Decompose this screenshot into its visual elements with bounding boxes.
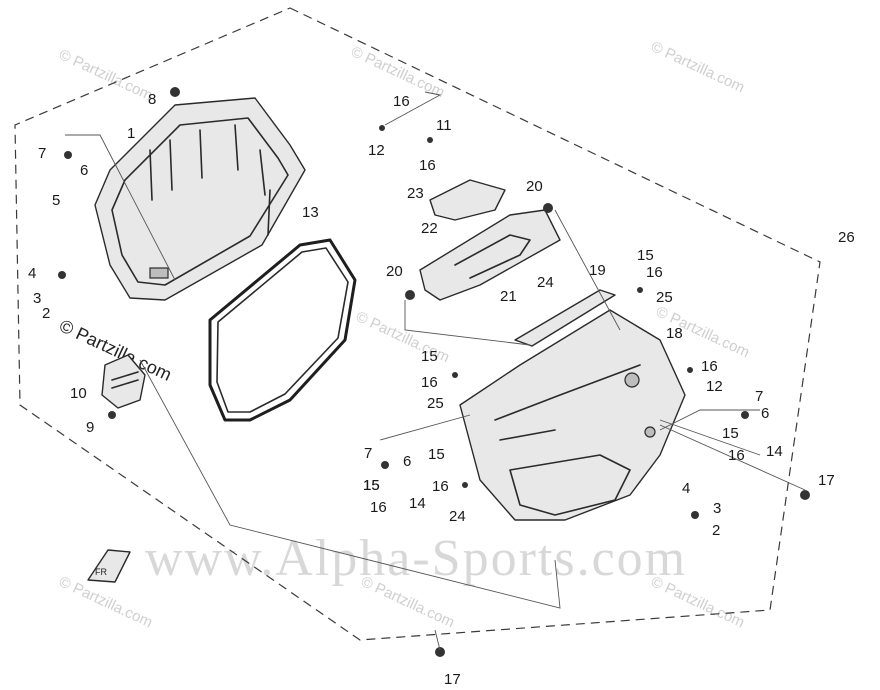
- callout-25: 25: [427, 395, 444, 412]
- callout-16: 16: [393, 93, 410, 110]
- callout-18: 18: [666, 325, 683, 342]
- svg-text:FR: FR: [95, 567, 107, 577]
- callout-16: 16: [370, 499, 387, 516]
- lock-cylinder: [624, 372, 640, 388]
- callout-6: 6: [761, 405, 769, 422]
- callout-24: 24: [537, 274, 554, 291]
- part-21-handle-base: [419, 209, 561, 301]
- callout-14: 14: [409, 495, 426, 512]
- callout-16: 16: [432, 478, 449, 495]
- part-1-lid-frame: [94, 97, 306, 301]
- callout-1: 1: [127, 125, 135, 142]
- callout-16: 16: [419, 157, 436, 174]
- callout-20: 20: [386, 263, 403, 280]
- callout-16: 16: [646, 264, 663, 281]
- front-direction-arrow-icon: FR: [87, 549, 131, 583]
- part-13-seal: [208, 238, 357, 422]
- callout-labels: 1 2 2 3 3 4 4 5 6 6 6 7 7 7 8 9 10 11 12…: [28, 91, 855, 688]
- callout-25: 25: [656, 289, 673, 306]
- watermark-alpha-sports: www.Alpha-Sports.com: [145, 530, 687, 587]
- callout-6: 6: [403, 453, 411, 470]
- callout-26: 26: [838, 229, 855, 246]
- callout-4: 4: [682, 480, 690, 497]
- callout-3: 3: [713, 500, 721, 517]
- callout-7: 7: [364, 445, 372, 462]
- callout-20: 20: [526, 178, 543, 195]
- callout-6: 6: [80, 162, 88, 179]
- callout-15: 15: [421, 348, 438, 365]
- callout-15: 15: [363, 477, 380, 494]
- callout-21: 21: [500, 288, 517, 305]
- callout-12: 12: [706, 378, 723, 395]
- callout-4: 4: [28, 265, 36, 282]
- callout-9: 9: [86, 419, 94, 436]
- part-10-bracket: [101, 354, 146, 409]
- callout-16: 16: [728, 447, 745, 464]
- callout-2: 2: [712, 522, 720, 539]
- callout-24: 24: [449, 508, 466, 525]
- callout-7: 7: [38, 145, 46, 162]
- assembly-boundary: [14, 7, 821, 641]
- callout-7: 7: [755, 388, 763, 405]
- leader-lines: [65, 91, 806, 651]
- callout-3: 3: [33, 290, 41, 307]
- callout-23: 23: [407, 185, 424, 202]
- callout-13: 13: [302, 204, 319, 221]
- callout-15: 15: [363, 477, 380, 494]
- callout-17: 17: [444, 671, 461, 688]
- callout-12: 12: [368, 142, 385, 159]
- callout-8: 8: [148, 91, 156, 108]
- callout-19: 19: [589, 262, 606, 279]
- callout-22: 22: [421, 220, 438, 237]
- mount-hole: [644, 426, 656, 438]
- part-23-handle-grip: [429, 179, 506, 221]
- callout-11: 11: [436, 117, 452, 134]
- latch-tab: [149, 267, 169, 279]
- callout-16: 16: [701, 358, 718, 375]
- callout-5: 5: [52, 192, 60, 209]
- fasteners: [58, 87, 810, 657]
- part-18-case-body: [459, 309, 686, 521]
- watermark-small: © Partzilla.com: [56, 46, 155, 104]
- callout-16: 16: [421, 374, 438, 391]
- callout-2: 2: [42, 305, 50, 322]
- part-19-hinge-rail: [514, 289, 616, 347]
- callout-14: 14: [766, 443, 783, 460]
- callout-17: 17: [818, 472, 835, 489]
- callout-15: 15: [637, 247, 654, 264]
- watermark-small: © Partzilla.com: [648, 38, 747, 96]
- callout-15: 15: [428, 446, 445, 463]
- callout-15: 15: [722, 425, 739, 442]
- callout-10: 10: [70, 385, 87, 402]
